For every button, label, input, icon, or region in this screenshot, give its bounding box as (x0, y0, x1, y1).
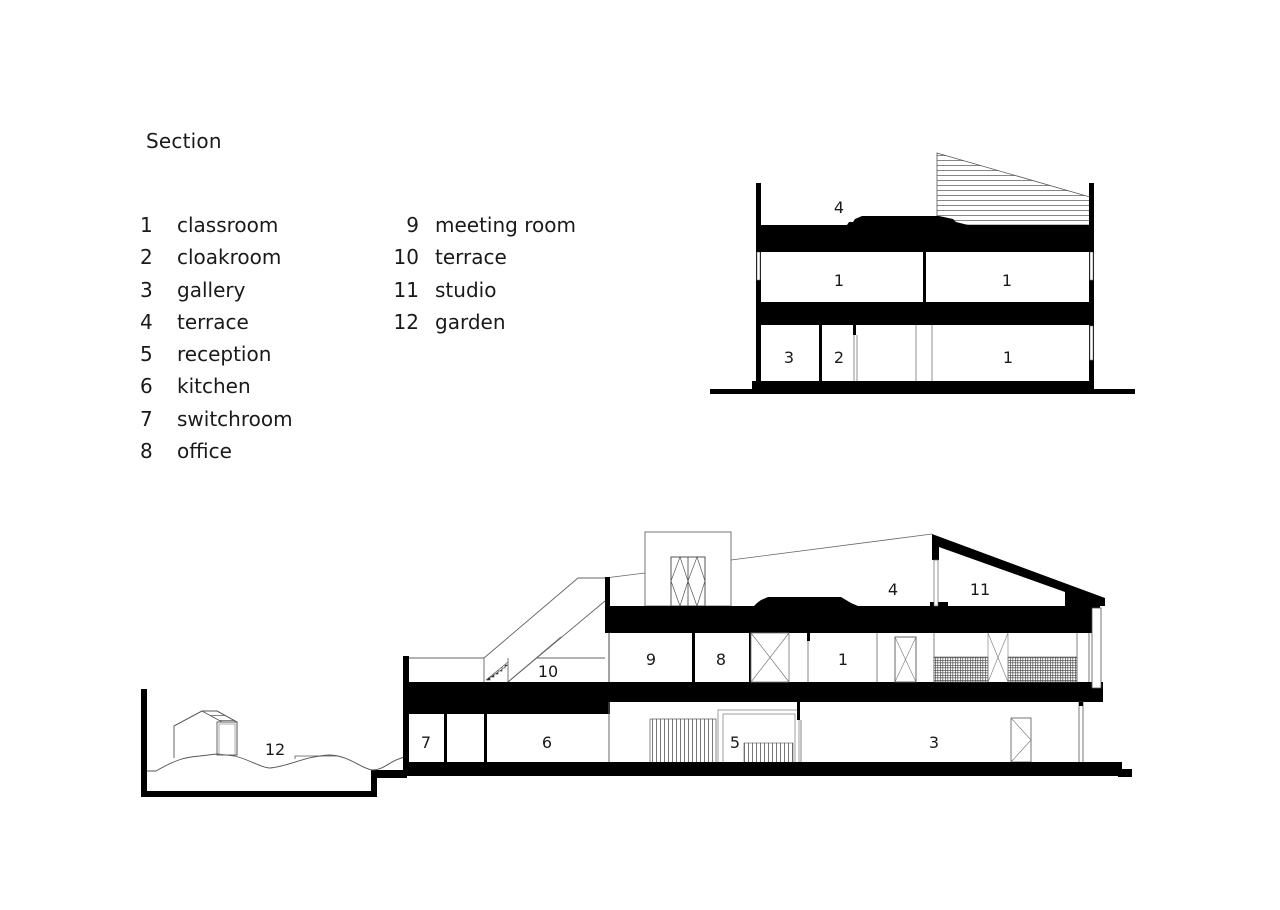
shed-icon (173, 710, 238, 758)
room-label: 1 (838, 650, 848, 669)
railing-mesh (1007, 656, 1078, 683)
stair-steps-icon (485, 661, 509, 681)
legend-number: 12 (393, 309, 419, 334)
legend-label: meeting room (435, 213, 576, 237)
section-large: 12 7 6 10 9 8 1 5 3 4 11 (141, 531, 1132, 797)
legend-label: kitchen (177, 374, 251, 399)
legend-item: 7 switchroom (140, 403, 293, 435)
legend-number: 11 (393, 277, 419, 302)
legend-column-2: 9 meeting room 10 terrace 11 studio 12 garden (393, 209, 576, 338)
room-label: 1 (1002, 271, 1012, 290)
legend-number: 6 (140, 374, 153, 399)
wall-left (756, 183, 761, 383)
legend-number: 10 (393, 245, 419, 270)
room-label: 1 (834, 271, 844, 290)
legend-item: 10 terrace (393, 241, 576, 273)
legend-number: 7 (140, 406, 153, 431)
roof-slab (605, 597, 1100, 633)
legend-label: studio (435, 277, 497, 302)
legend-label: garden (435, 309, 506, 334)
legend-label: classroom (177, 213, 279, 237)
shutter-hatch (649, 718, 717, 765)
room-label: 6 (542, 733, 552, 752)
legend-number: 4 (140, 309, 153, 334)
room-label: 10 (538, 662, 558, 681)
terrain-line (147, 753, 406, 772)
legend-number: 9 (406, 213, 419, 237)
legend-item: 12 garden (393, 306, 576, 338)
legend-label: reception (177, 342, 272, 367)
legend-number: 2 (140, 245, 153, 270)
legend-number: 5 (140, 342, 153, 367)
legend-label: terrace (435, 245, 507, 270)
floor-slab (403, 682, 1103, 702)
legend-label: office (177, 439, 232, 464)
wall-left (403, 656, 409, 776)
screen-hatch (936, 152, 1091, 226)
room-label: 11 (970, 580, 990, 599)
roof-slab (756, 216, 1094, 252)
legend-label: switchroom (177, 406, 293, 431)
legend-item: 8 office (140, 435, 293, 467)
room-label: 8 (716, 650, 726, 669)
legend-item: 3 gallery (140, 274, 293, 306)
legend-item: 6 kitchen (140, 370, 293, 402)
legend-label: cloakroom (177, 245, 282, 270)
room-label: 4 (834, 198, 844, 217)
studio-roof (932, 534, 1105, 606)
ground-slab (403, 762, 1122, 776)
legend-item: 2 cloakroom (140, 241, 293, 273)
ground-line (710, 389, 1135, 394)
legend-number: 1 (140, 213, 153, 237)
legend-number: 3 (140, 277, 153, 302)
legend-item: 5 reception (140, 338, 293, 370)
legend-item: 4 terrace (140, 306, 293, 338)
legend-label: gallery (177, 277, 246, 302)
room-label: 3 (784, 348, 794, 367)
garden-wall (141, 689, 147, 797)
legend-label: terrace (177, 309, 249, 334)
ground-slab (752, 381, 1094, 389)
room-label: 3 (929, 733, 939, 752)
railing-mesh (933, 656, 989, 683)
wall-right (1089, 183, 1094, 383)
room-label: 4 (888, 580, 898, 599)
legend-number: 8 (140, 439, 153, 464)
room-label: 12 (265, 740, 285, 759)
room-label: 1 (1003, 348, 1013, 367)
section-small: 4 1 1 3 2 1 (710, 152, 1135, 394)
legend-item: 9 meeting room (393, 209, 576, 241)
room-label: 7 (421, 733, 431, 752)
drawing-title: Section (146, 129, 222, 153)
room-label: 2 (834, 348, 844, 367)
legend-item: 11 studio (393, 274, 576, 306)
legend-item: 1 classroom (140, 209, 293, 241)
floor-slab (756, 302, 1094, 325)
room-label: 5 (730, 733, 740, 752)
room-label: 9 (646, 650, 656, 669)
